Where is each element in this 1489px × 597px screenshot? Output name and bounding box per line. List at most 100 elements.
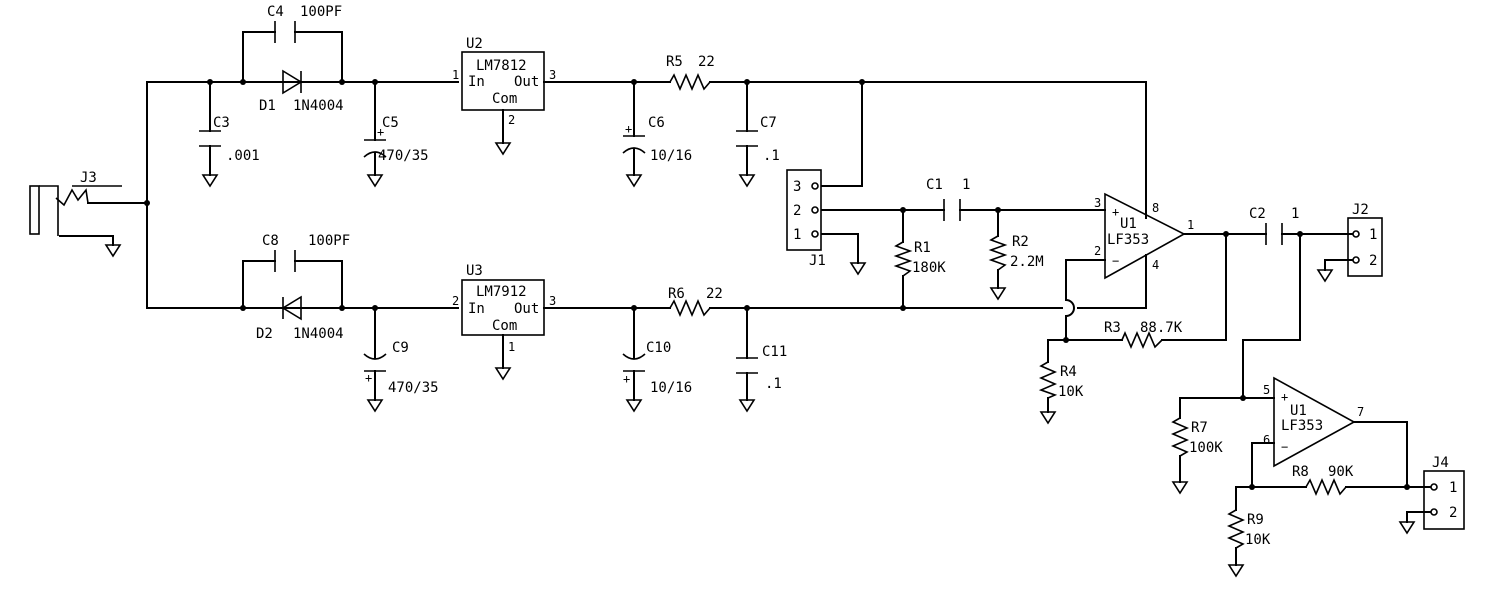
r6-value: 22 [706, 286, 723, 302]
c4-ref: C4 [267, 4, 284, 20]
junction-dot [900, 207, 906, 213]
resistor-r2: R2 2.2M [988, 234, 1044, 271]
ground-symbol [201, 174, 219, 188]
connector-j3: J3 [29, 170, 122, 236]
r7-zigzag [1170, 417, 1190, 457]
resistor-r5: R5 22 [666, 54, 715, 92]
j1-pin2-label: 2 [793, 203, 801, 219]
r2-ref: R2 [1012, 234, 1029, 250]
junction-dot [631, 79, 637, 85]
resistor-r7: R7 100K [1170, 417, 1223, 457]
u2-com-label: Com [492, 91, 517, 107]
r8-value: 90K [1328, 464, 1354, 480]
r4-zigzag [1038, 361, 1058, 399]
c8-plates [274, 250, 296, 272]
capacitor-c6: + C6 10/16 [622, 115, 692, 164]
u1a-pin-vneg: 4 [1152, 258, 1159, 272]
r7-ref: R7 [1191, 420, 1208, 436]
capacitor-c7: C7 .1 [736, 115, 780, 164]
c2-ref: C2 [1249, 206, 1266, 222]
u3-part: LM7912 [476, 284, 527, 300]
wire-j1-pin1 [821, 233, 859, 264]
u1a-plus: + [1112, 205, 1119, 219]
wire-r7 [1179, 397, 1244, 483]
j3-tip-spring [55, 188, 89, 207]
capacitor-c9: + C9 470/35 [363, 340, 439, 396]
junction-dot [372, 305, 378, 311]
c5-polarity: + [377, 125, 384, 139]
d2-ref: D2 [256, 326, 273, 342]
j1-pin3-label: 3 [793, 179, 801, 195]
c9-polarity: + [365, 371, 372, 385]
wire-u3-out [543, 254, 1147, 309]
r8-zigzag [1305, 477, 1347, 497]
wire-j4-pin2 [1406, 511, 1431, 523]
j2-pin2-terminal [1352, 256, 1360, 264]
d1-body [282, 69, 303, 95]
ground-symbol [738, 399, 756, 413]
junction-dot [144, 200, 150, 206]
c6-ref: C6 [648, 115, 665, 131]
j3-sleeve [39, 185, 59, 236]
c11-value: .1 [765, 376, 782, 392]
u3-out-label: Out [514, 301, 539, 317]
j2-ref: J2 [1352, 202, 1369, 218]
u1a-triangle [1104, 192, 1186, 280]
c6-value: 10/16 [650, 148, 692, 164]
ground-symbol [625, 174, 643, 188]
j2-pin2-label: 2 [1369, 253, 1377, 269]
grounds [104, 142, 1416, 578]
u1b-pin-out: 7 [1357, 405, 1364, 419]
j1-pin1-terminal [811, 230, 819, 238]
ground-symbol [989, 287, 1007, 301]
u1a-part: LF353 [1107, 232, 1149, 248]
wire-u1b-minus [1251, 442, 1275, 488]
capacitor-c3: C3 .001 [199, 115, 260, 164]
u1b-ref: U1 [1290, 403, 1307, 419]
j4-pin1-label: 1 [1449, 480, 1457, 496]
c11-ref: C11 [762, 344, 787, 360]
c5-value: 470/35 [378, 148, 429, 164]
r1-ref: R1 [914, 240, 931, 256]
junction-dot [859, 79, 865, 85]
j3-body [29, 185, 40, 235]
j4-ref: J4 [1432, 455, 1449, 471]
wire-u2-out [543, 81, 1147, 219]
j3-label: J3 [80, 170, 97, 186]
ground-symbol [366, 399, 384, 413]
r9-zigzag [1226, 509, 1246, 549]
regulator-u2: U2 LM7812 In Out Com 1 3 2 [452, 36, 556, 127]
j2-pin1-label: 1 [1369, 227, 1377, 243]
junction-dot [372, 79, 378, 85]
junction-dot [744, 79, 750, 85]
u1a-pin-vpos: 8 [1152, 201, 1159, 215]
diode-d2: D2 1N4004 [242, 295, 344, 342]
diode-d1: D1 1N4004 [242, 69, 344, 114]
d1-part: 1N4004 [293, 98, 344, 114]
c9-plate-curved [363, 353, 387, 360]
junction-dot [1240, 395, 1246, 401]
c4-value: 100PF [300, 4, 342, 20]
c2-plates [1265, 223, 1283, 245]
ground-symbol [1171, 481, 1189, 495]
r5-ref: R5 [666, 54, 683, 70]
junction-dot [1223, 231, 1229, 237]
c8-ref: C8 [262, 233, 279, 249]
wire-j1-pin3 [821, 81, 863, 187]
u1b-plus: + [1281, 390, 1288, 404]
u3-in-label: In [468, 301, 485, 317]
ground-symbol [738, 174, 756, 188]
junctions [144, 79, 1410, 490]
junction-dot [900, 305, 906, 311]
capacitor-c8: C8 100PF [262, 233, 350, 272]
j1-pin1-label: 1 [793, 227, 801, 243]
capacitor-c11: C11 .1 [736, 344, 787, 392]
ground-symbol [104, 244, 122, 258]
junction-dot [1063, 337, 1069, 343]
u2-in-label: In [468, 74, 485, 90]
r3-zigzag [1121, 330, 1163, 350]
connector-j4: 1 2 J4 [1423, 455, 1465, 530]
j1-body [786, 169, 822, 251]
u2-part: LM7812 [476, 58, 527, 74]
capacitor-c10: + C10 10/16 [622, 340, 692, 396]
